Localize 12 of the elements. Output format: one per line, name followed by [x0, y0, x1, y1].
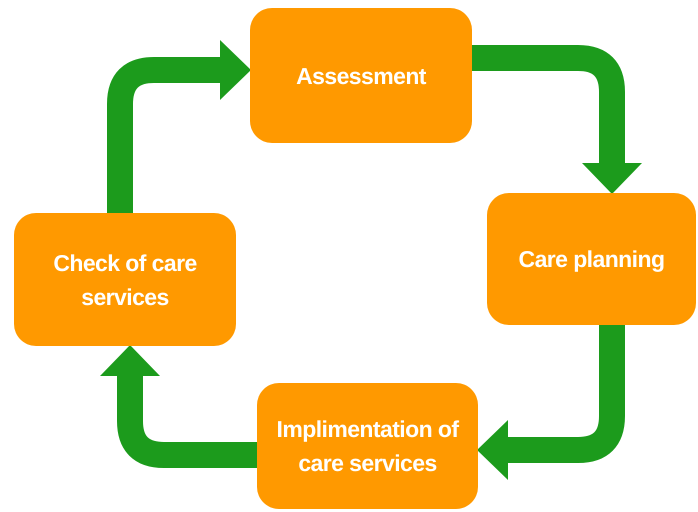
arrow: [100, 345, 257, 468]
step-label: Assessment: [296, 62, 426, 90]
process-box: [487, 193, 696, 325]
step-label: Implimentation of care services: [276, 415, 460, 478]
process-box: [250, 8, 472, 143]
process-box: [14, 213, 236, 346]
step-label: Care planning: [518, 245, 664, 274]
arrow: [472, 45, 642, 194]
arrow: [477, 325, 625, 480]
arrow: [107, 40, 251, 213]
step-label: Check of care services: [52, 248, 198, 312]
process-box: [257, 383, 478, 509]
